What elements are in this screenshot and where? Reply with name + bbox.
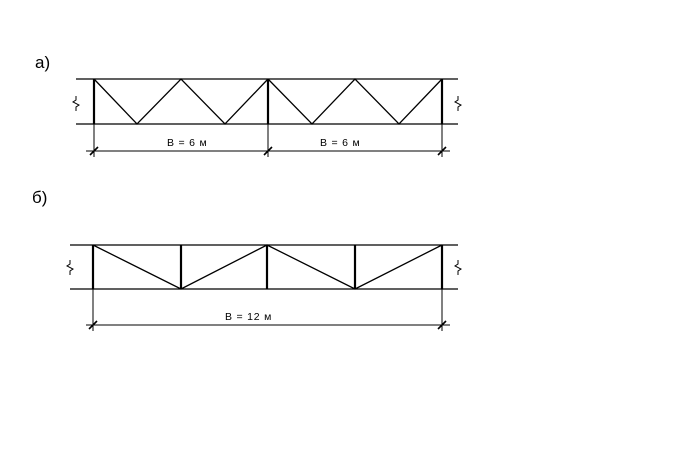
web-diagonals-left xyxy=(93,78,269,125)
dimension-tick xyxy=(88,320,98,330)
diagram-a-label: а) xyxy=(35,53,50,72)
dimension-tick xyxy=(263,146,273,156)
break-mark-right xyxy=(454,96,462,111)
span-dimension-a2: В = 6 м xyxy=(320,137,361,149)
break-mark-left xyxy=(66,260,74,275)
break-mark-left xyxy=(72,96,80,111)
dimension-tick xyxy=(89,146,99,156)
span-dimension-a1: В = 6 м xyxy=(167,137,208,149)
diagram-a-dimension-line xyxy=(86,124,450,157)
break-mark-right xyxy=(454,260,462,275)
diagram-b-truss xyxy=(66,244,462,290)
web-diagonals xyxy=(92,244,443,290)
diagram-a: а) В = 6 м В = 6 м xyxy=(35,53,462,157)
diagram-b: б) В = 12 м xyxy=(32,188,462,331)
web-diagonals-right xyxy=(267,78,443,125)
span-dimension-b: В = 12 м xyxy=(225,311,272,323)
diagram-b-dimension-line xyxy=(86,289,450,331)
diagram-a-truss xyxy=(72,78,462,125)
diagram-b-label: б) xyxy=(32,188,47,207)
dimension-tick xyxy=(437,146,447,156)
dimension-tick xyxy=(437,320,447,330)
